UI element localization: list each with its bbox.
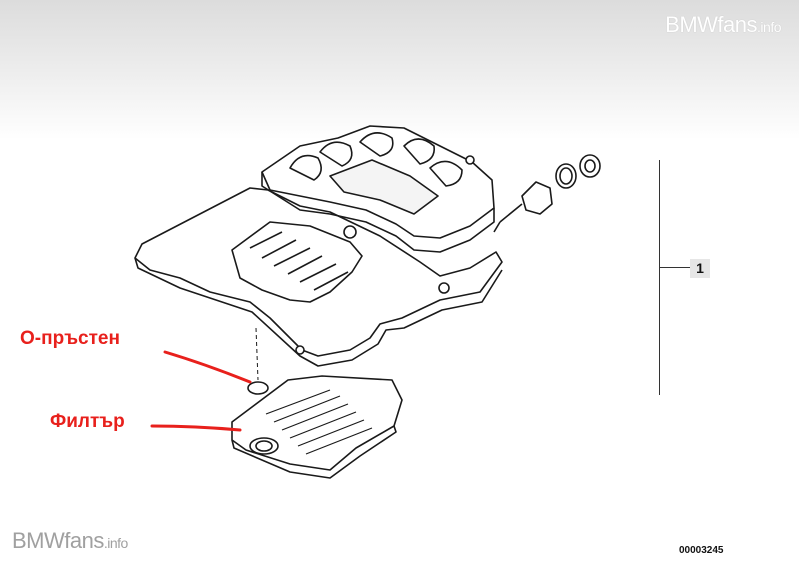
filter-pointer-line [150, 424, 242, 432]
callout-bracket-line [659, 160, 660, 395]
watermark-bottom-brand: BMWfans [12, 528, 104, 553]
watermark-bottom: BMWfans.info [12, 528, 128, 554]
callout-number-badge: 1 [690, 259, 710, 278]
watermark-top: BMWfans.info [665, 12, 781, 38]
oring-pointer-line [163, 350, 252, 384]
header-gradient [0, 0, 799, 140]
diagram-code: 00003245 [679, 545, 724, 556]
callout-tick [659, 267, 691, 268]
oring-label: О-пръстен [20, 328, 120, 349]
watermark-top-suffix: .info [757, 19, 781, 35]
watermark-top-brand: BMWfans [665, 12, 758, 37]
oring-part [247, 381, 269, 395]
watermark-bottom-suffix: .info [103, 535, 128, 551]
filter-label: Филтър [50, 411, 125, 432]
connector [521, 181, 553, 215]
